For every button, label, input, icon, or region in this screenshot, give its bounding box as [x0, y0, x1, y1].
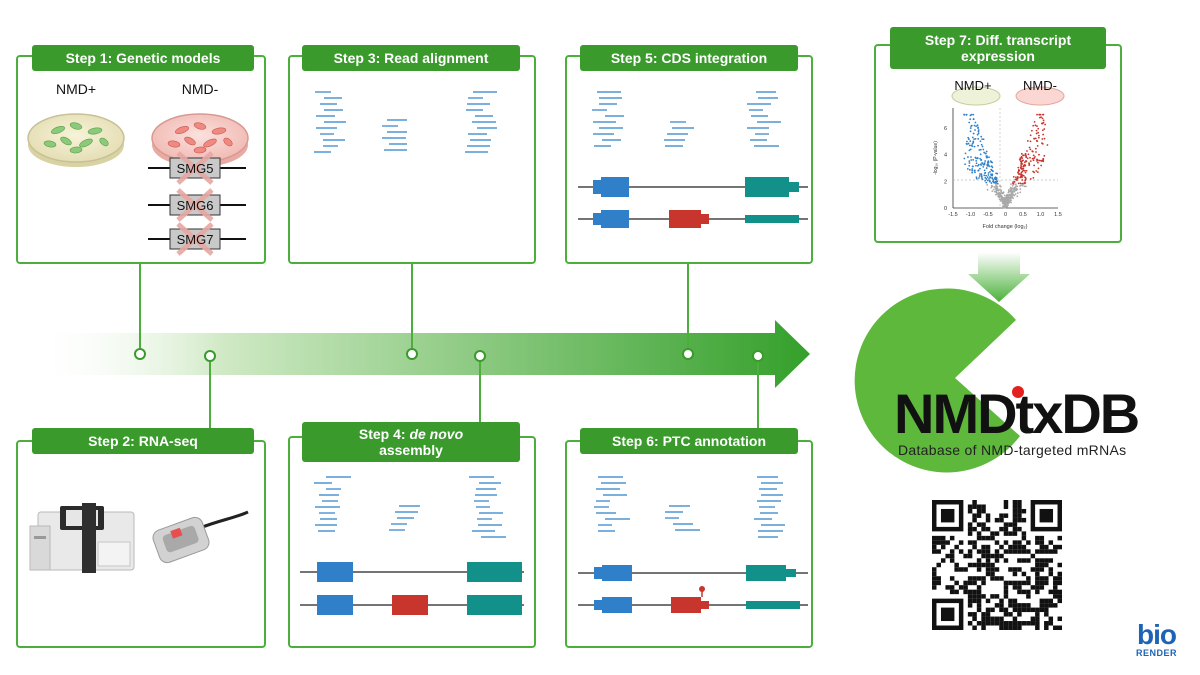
database-subtitle: Database of NMD-targeted mRNAs: [898, 442, 1127, 458]
qr-code: [932, 500, 1062, 630]
step3-panel: [288, 55, 536, 264]
timeline-node-6: [752, 350, 764, 362]
step3-title: Step 3: Read alignment: [302, 45, 520, 71]
timeline-node-5: [682, 348, 694, 360]
biorender-logo: bio RENDER: [1136, 619, 1178, 659]
step6-panel: [565, 440, 813, 648]
step4-title-prefix: Step 4:: [358, 426, 410, 442]
logo-red-dot: [1012, 386, 1024, 398]
step1-panel: [16, 55, 266, 264]
step4-title-suffix: assembly: [379, 442, 443, 458]
biorender-logo-bottom: RENDER: [1136, 648, 1178, 658]
step2-title: Step 2: RNA-seq: [32, 428, 254, 454]
timeline-node-2: [204, 350, 216, 362]
timeline-connectors: [139, 262, 759, 428]
step4-title: Step 4: de novo assembly: [302, 422, 520, 462]
biorender-logo-top: bio: [1137, 619, 1177, 650]
step7-title: Step 7: Diff. transcript expression: [890, 27, 1106, 69]
database-graphic: [854, 288, 1020, 473]
step5-title: Step 5: CDS integration: [580, 45, 798, 71]
down-arrow: [968, 252, 1030, 302]
database-name: NMDtxDB: [894, 382, 1140, 445]
step2-panel: [16, 440, 266, 648]
step4-panel: [288, 436, 536, 648]
timeline-arrow: [30, 320, 810, 388]
step6-title: Step 6: PTC annotation: [580, 428, 798, 454]
step1-title: Step 1: Genetic models: [32, 45, 254, 71]
step4-title-italic: de novo: [409, 426, 464, 442]
timeline-node-3: [406, 348, 418, 360]
timeline-node-1: [134, 348, 146, 360]
step5-panel: [565, 55, 813, 264]
step7-panel: [874, 44, 1122, 243]
timeline-node-4: [474, 350, 486, 362]
